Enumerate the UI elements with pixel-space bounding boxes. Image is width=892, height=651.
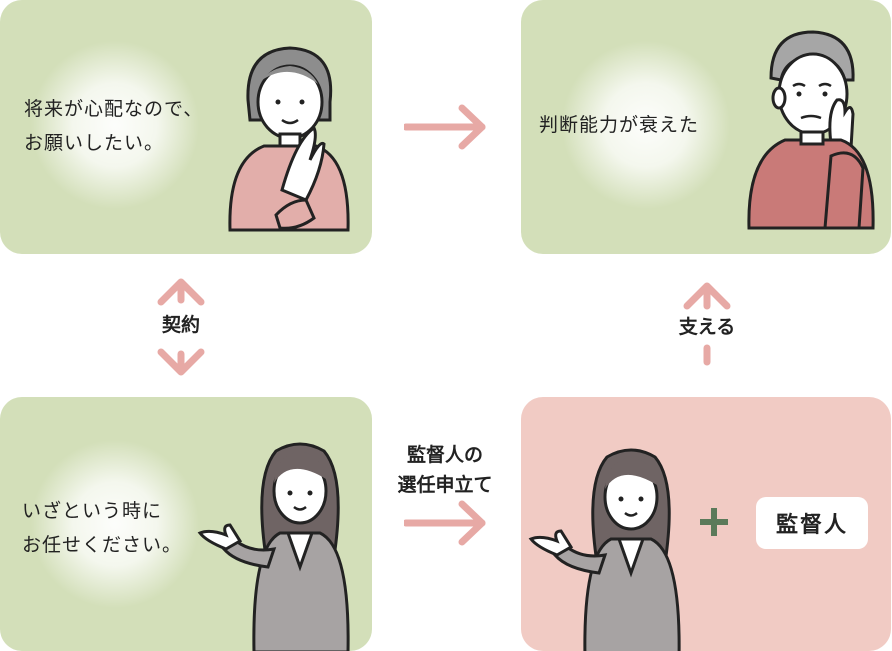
panel-declined-capacity: 判断能力が衰えた — [521, 0, 891, 254]
text-glow — [30, 40, 200, 210]
petition-label: 監督人の 選任申立て — [380, 440, 510, 500]
professional-woman-gesturing-illustration — [197, 442, 350, 651]
client-request-line-2: お願いしたい。 — [24, 132, 165, 154]
petition-label-line-2: 選任申立て — [397, 474, 493, 496]
contract-label: 契約 — [161, 314, 200, 336]
client-request-line-1: 将来が心配なので、 — [24, 98, 204, 120]
text-glow — [30, 439, 200, 609]
panel-client-request: 将来が心配なので、 お願いしたい。 — [0, 0, 372, 254]
elderly-man-worried-illustration — [747, 30, 875, 230]
plus-icon — [700, 508, 728, 536]
supervisor-label-box: 監督人 — [756, 497, 868, 549]
petition-label-line-1: 監督人の — [406, 444, 483, 466]
double-vertical-arrow-icon — [157, 278, 205, 376]
text-glow — [561, 40, 731, 210]
panel-professional-offer: いざという時に お任せください。 — [0, 397, 372, 651]
elderly-woman-praying-illustration — [228, 46, 350, 232]
support-label: 支える — [678, 316, 736, 338]
professional-woman-gesturing-illustration — [528, 448, 681, 651]
up-arrow-icon — [683, 282, 731, 366]
right-arrow-icon — [404, 500, 486, 546]
professional-offer-text: いざという時に お任せください。 — [22, 494, 182, 562]
declined-capacity-text: 判断能力が衰えた — [539, 114, 700, 136]
professional-offer-line-2: お任せください。 — [22, 534, 183, 556]
client-request-text: 将来が心配なので、 お願いしたい。 — [24, 92, 203, 160]
professional-offer-line-1: いざという時に — [22, 500, 163, 522]
right-arrow-icon — [404, 104, 486, 150]
